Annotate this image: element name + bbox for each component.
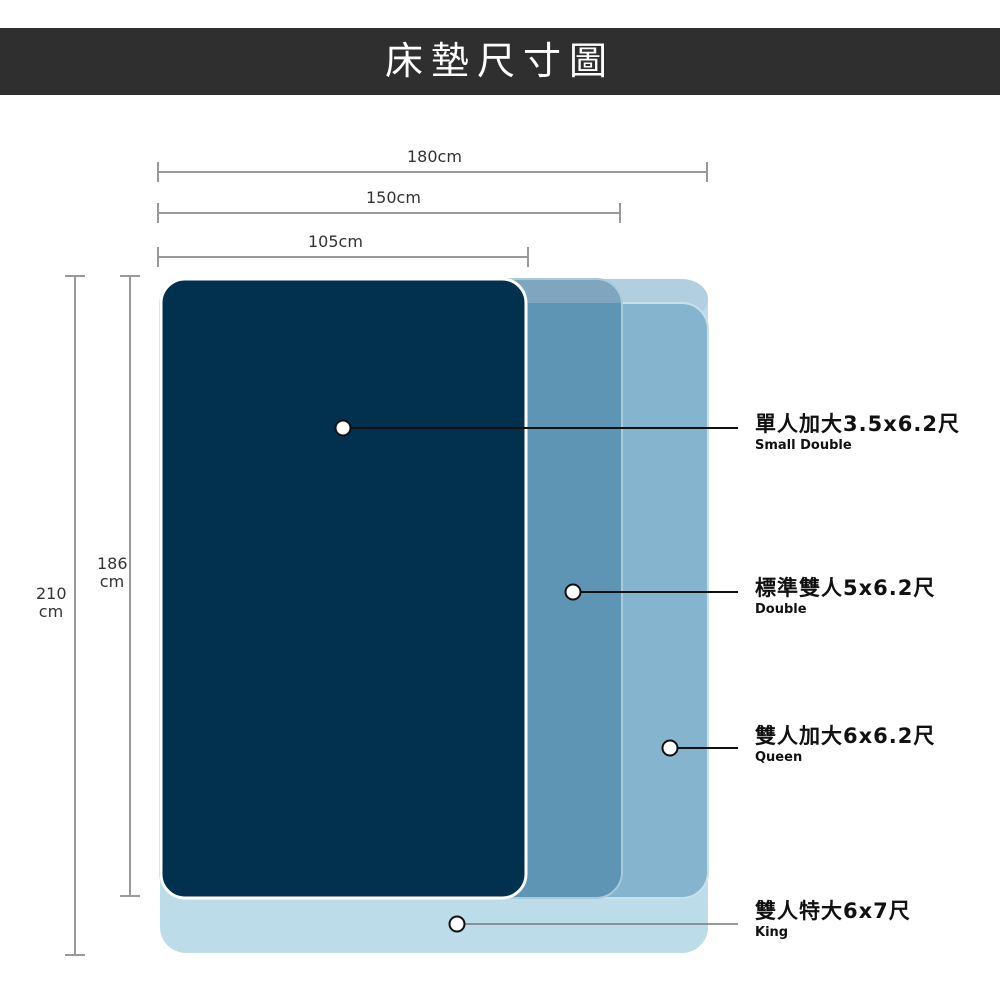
- width-150-label: 150cm: [366, 188, 421, 207]
- page-title: 床墊尺寸圖: [0, 28, 1000, 95]
- marker-double: [564, 583, 582, 601]
- size-label-queen: 雙人加大6x6.2尺 Queen: [755, 724, 936, 765]
- size-label-double: 標準雙人5x6.2尺 Double: [755, 576, 936, 617]
- size-label-king: 雙人特大6x7尺 King: [755, 899, 911, 940]
- size-label-small-double: 單人加大3.5x6.2尺 Small Double: [755, 412, 960, 453]
- small-double-mattress: [159, 277, 528, 900]
- dimension-lines: [65, 162, 708, 956]
- marker-queen: [661, 739, 679, 757]
- width-105-label: 105cm: [308, 232, 363, 251]
- marker-king: [448, 915, 466, 933]
- marker-small-double: [334, 419, 352, 437]
- leader-lines: [343, 427, 738, 925]
- width-180-label: 180cm: [407, 147, 462, 166]
